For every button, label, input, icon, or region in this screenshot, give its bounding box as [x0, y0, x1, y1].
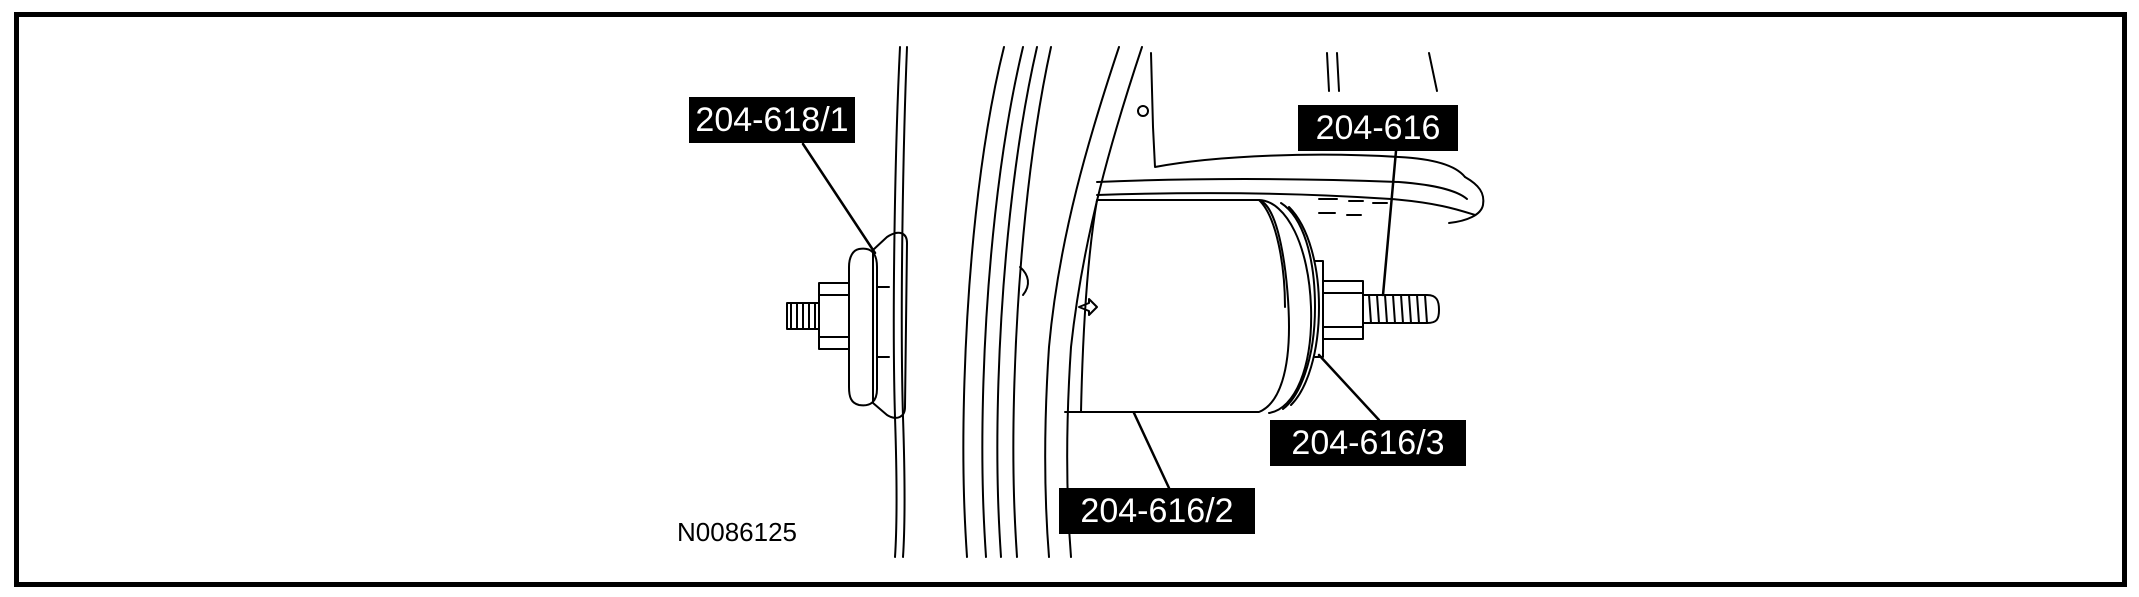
diagram-frame: 204-618/1 204-616 204-616/3 204-616/2 N0… — [14, 12, 2127, 587]
frame-rail-outline — [892, 46, 908, 558]
callout-204-616: 204-616 — [1298, 105, 1458, 151]
tool-204-616-3-plate-drawing — [1258, 199, 1324, 414]
upper-body-structure — [1096, 52, 1485, 224]
bushing-tool-illustration — [786, 46, 1485, 558]
body-panel-curves — [962, 46, 1143, 558]
leader-lines — [801, 142, 1398, 490]
callout-204-616-3: 204-616/3 — [1270, 420, 1466, 466]
figure-id: N0086125 — [677, 517, 797, 547]
callout-204-618-1: 204-618/1 — [689, 97, 855, 143]
tool-204-616-screw-drawing — [1322, 280, 1440, 340]
callout-204-616-2: 204-616/2 — [1059, 488, 1255, 534]
tool-204-616-2-cup-drawing — [1064, 199, 1290, 413]
tool-204-618-1-drawing — [786, 231, 908, 419]
